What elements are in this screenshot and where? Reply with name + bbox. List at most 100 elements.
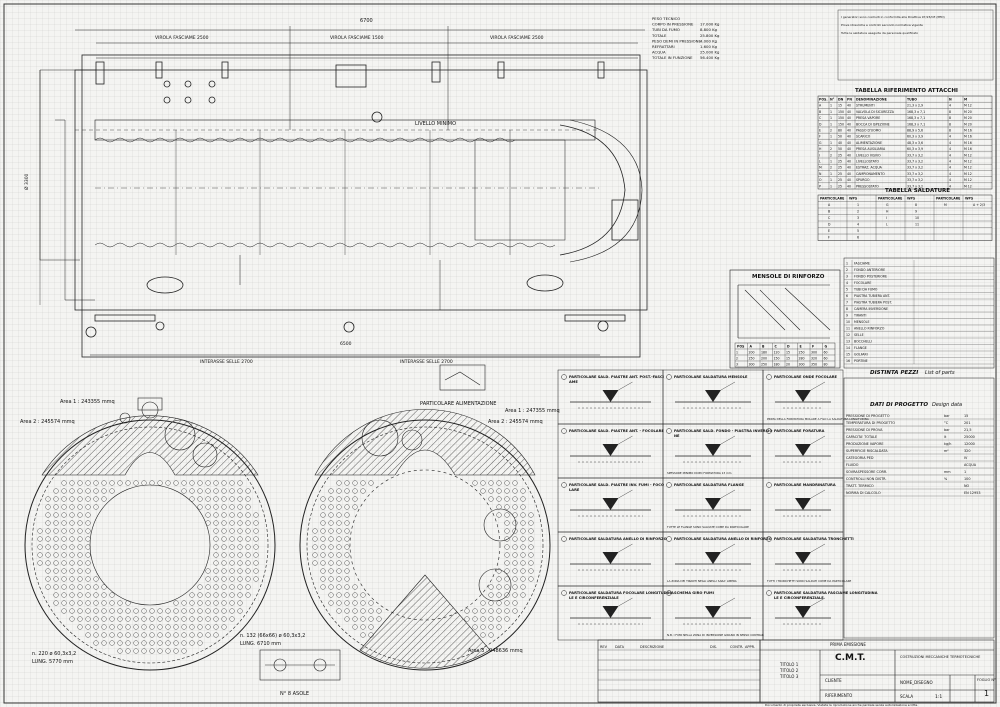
footer-note: Documento di proprieta esclusiva. Vietat… [765,703,918,707]
attachments-header-cell: POS. [819,98,828,102]
tube-hole [77,504,83,510]
tube-hole [61,568,67,574]
detail-marker-icon [666,590,672,596]
welds-header-cell: PARTICOLARE [878,197,902,201]
tube-hole [245,512,251,518]
tube-hole [472,480,478,486]
tube-hole [77,560,83,566]
tube-hole [360,488,366,494]
tube-hole [245,552,251,558]
tube-hole [221,584,227,590]
bracket-header-cell: POS [737,344,745,348]
bracket-cell: 200 [761,356,767,360]
design-data-value: ACQUA [964,463,977,467]
design-data-value: NO [964,484,970,488]
welds-cell: E [828,229,830,233]
tube-hole [213,512,219,518]
tube-hole [336,536,342,542]
tube-hole [312,560,318,566]
tube-hole [93,592,99,598]
tube-hole [205,512,211,518]
tube-hole [69,616,75,622]
bracket-cell: 250 [761,362,767,366]
tube-hole [53,488,59,494]
tube-hole [109,640,115,646]
tube-hole [141,624,147,630]
attachments-cell: I [819,153,820,157]
parts-list-item: GOLFARI [854,353,868,357]
tube-hole [496,624,502,630]
weld-detail-title: PARTICOLARE SALDATURA TRONCHETTI [774,537,854,541]
bracket-cell: 80 [824,362,828,366]
tube-hole [213,544,219,550]
tube-hole [133,632,139,638]
tube-hole [45,576,51,582]
tube-hole [189,616,195,622]
tube-hole [85,592,91,598]
tube-hole [320,536,326,542]
design-data-label: CONTROLLI NON DISTR. [846,477,887,481]
feed-detail [439,364,486,391]
cliente-label: CLIENTE [825,678,842,683]
tube-hole [93,616,99,622]
general-note: Prove idrauliche e controlli secondo nor… [841,23,923,27]
general-notes: I generatori sono costruiti in conformit… [837,9,994,81]
tube-hole [141,648,147,654]
tube-hole [336,568,342,574]
tube-hole [69,568,75,574]
tube-hole [213,528,219,534]
attachments-cell: 25 [838,184,842,188]
tube-hole [197,592,203,598]
left-area-2: Area 2 : 245574 mmq [20,419,75,425]
tube-hole [320,552,326,558]
design-data-value: 15 [964,414,968,418]
tube-hole [77,512,83,518]
nome-disegno-label: NOME_DISEGNO [900,680,933,685]
tube-hole [181,648,187,654]
parts-list-item: TIRANTI [853,314,866,318]
bracket-cell: 180 [761,350,767,354]
tube-hole [205,600,211,606]
tube-hole [93,640,99,646]
attachments-cell: M 12 [964,184,972,188]
tech-data-value: 25.000 Kg [700,50,720,55]
tube-hole [528,528,534,534]
tube-hole [504,576,510,582]
attachments-cell: SCARICO [856,135,871,139]
tube-hole [328,600,334,606]
tube-hole [189,496,195,502]
revision-header: REV [600,645,608,649]
parts-list-item: PORTINE [854,359,868,363]
tube-hole [504,520,510,526]
title-line-2: TITOLO 2 [779,668,799,673]
design-data-label: TEMPERATURA DI PROGETTO [845,421,895,425]
tube-hole [85,560,91,566]
attachments-cell: 25 [838,166,842,170]
slots-label: N° 8 ASOLE [280,691,309,697]
label-livello-minimo: LIVELLO MINIMO [415,121,456,127]
tube-hole [61,480,67,486]
tube-hole [344,520,350,526]
tube-hole [336,576,342,582]
company-subtitle: COSTRUZIONI MECCANICHE TERMOTECNICHE [900,655,980,659]
parts-list-pos: 6 [846,294,848,298]
tube-hole [213,592,219,598]
tube-hole [520,552,526,558]
left-pipe-length: LUNG. 5770 mm [32,659,73,665]
tube-hole [496,480,502,486]
tube-hole [221,536,227,542]
tube-hole [173,624,179,630]
attachments-cell: 40 [847,141,851,145]
tube-hole [53,592,59,598]
tube-hole [520,592,526,598]
tube-hole [61,584,67,590]
bracket-header-cell: A [750,344,753,348]
tube-hole [125,632,131,638]
parts-list-pos: 9 [846,314,848,318]
parts-list-item: FLANGE [854,346,867,350]
tube-hole [229,608,235,614]
tube-hole [229,616,235,622]
tube-hole [61,512,67,518]
